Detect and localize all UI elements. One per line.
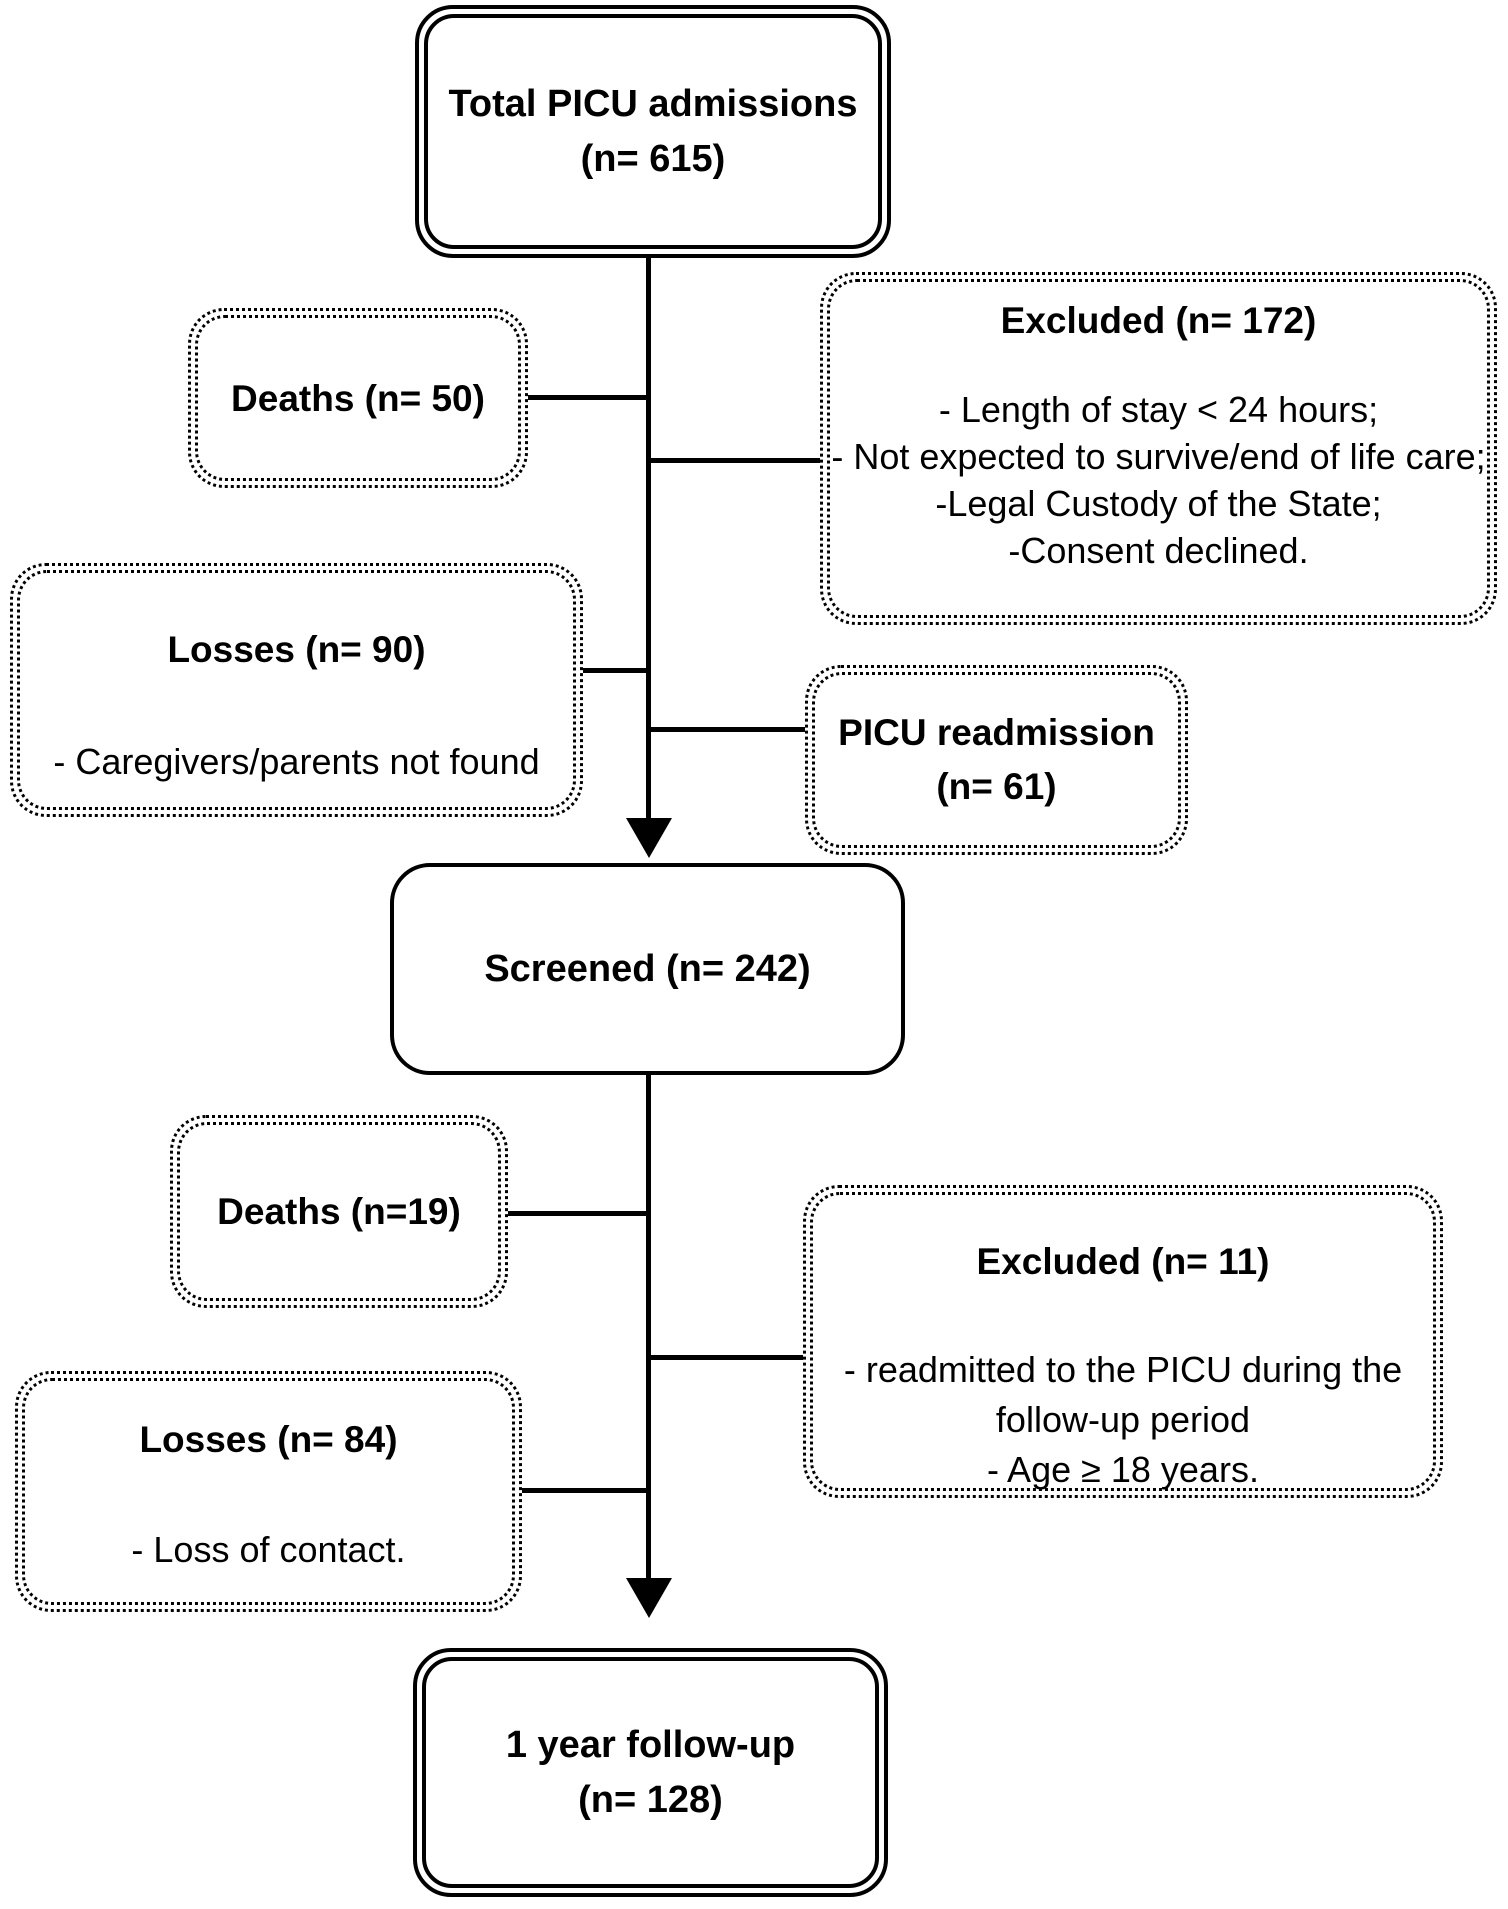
node-screened: Screened (n= 242): [390, 863, 905, 1075]
connector-losses-90: [583, 668, 648, 673]
excluded-11-item: - Age ≥ 18 years.: [987, 1449, 1259, 1490]
excluded-172-item: - Length of stay < 24 hours;: [938, 389, 1379, 430]
node-losses-84: Losses (n= 84) - Loss of contact.: [15, 1371, 522, 1612]
connector-excluded-11: [646, 1355, 805, 1360]
excluded-11-item: - readmitted to the PICU during the foll…: [843, 1349, 1403, 1440]
picu-readmission-title: PICU readmission: [838, 712, 1155, 753]
excluded-11-header: Excluded (n= 11): [976, 1241, 1270, 1282]
connector-spine-lower: [646, 1073, 651, 1582]
connector-losses-84: [522, 1488, 648, 1493]
losses-84-header: Losses (n= 84): [139, 1419, 398, 1460]
node-deaths-50: Deaths (n= 50): [188, 308, 528, 488]
total-admissions-count: (n= 615): [580, 137, 726, 180]
losses-90-detail: - Caregivers/parents not found: [53, 741, 540, 782]
node-follow-up: 1 year follow-up (n= 128): [413, 1648, 888, 1897]
deaths-19-label: Deaths (n=19): [217, 1191, 461, 1232]
connector-deaths-50: [528, 395, 648, 400]
follow-up-title: 1 year follow-up: [505, 1723, 796, 1766]
picu-readmission-count: (n= 61): [936, 766, 1057, 807]
total-admissions-title: Total PICU admissions: [448, 82, 858, 125]
follow-up-count: (n= 128): [578, 1778, 723, 1821]
connector-spine-upper: [646, 256, 651, 822]
screened-label: Screened (n= 242): [484, 947, 811, 990]
node-deaths-19: Deaths (n=19): [170, 1115, 508, 1308]
connector-excluded-172: [646, 458, 822, 463]
node-picu-readmission: PICU readmission (n= 61): [805, 665, 1188, 855]
node-total-admissions: Total PICU admissions (n= 615): [415, 5, 891, 258]
losses-84-detail: - Loss of contact.: [131, 1529, 406, 1570]
node-excluded-172: Excluded (n= 172) - Length of stay < 24 …: [820, 272, 1497, 625]
connector-picu-readmission: [646, 727, 807, 732]
deaths-50-label: Deaths (n= 50): [231, 377, 485, 419]
arrowhead-to-screened: [626, 818, 672, 858]
excluded-172-item: -Consent declined.: [1008, 530, 1309, 571]
excluded-172-item: -Legal Custody of the State;: [935, 483, 1382, 524]
connector-deaths-19: [508, 1211, 648, 1216]
node-losses-90: Losses (n= 90) - Caregivers/parents not …: [10, 563, 583, 817]
losses-90-header: Losses (n= 90): [167, 629, 426, 670]
arrowhead-to-follow-up: [626, 1578, 672, 1618]
node-excluded-11: Excluded (n= 11) - readmitted to the PIC…: [803, 1185, 1443, 1498]
excluded-172-header: Excluded (n= 172): [1000, 300, 1317, 341]
excluded-172-item: - Not expected to survive/end of life ca…: [831, 436, 1486, 477]
